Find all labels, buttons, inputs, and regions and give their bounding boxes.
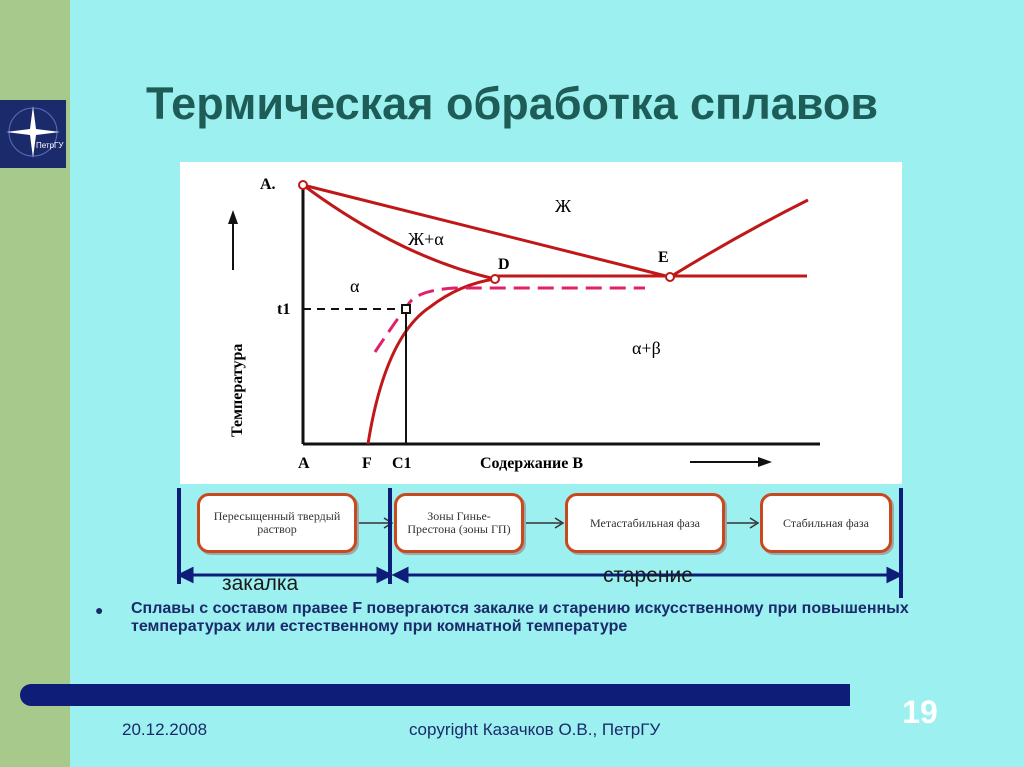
footer-bar: [20, 684, 850, 706]
quench-label: закалка: [222, 572, 299, 595]
slide-number: 19: [902, 694, 938, 730]
footer-date: 20.12.2008: [122, 720, 208, 739]
label-t1: t1: [277, 301, 290, 318]
step-gp-zones-label: Зоны Гинье-Престона (зоны ГП): [407, 509, 511, 536]
step-metastable-label: Метастабильная фаза: [589, 515, 701, 530]
label-F: F: [362, 455, 372, 472]
phase-diagram: A. t1 D E A F C1 Ж Ж+α α α+β Содержание …: [180, 162, 902, 484]
divider-right: [899, 488, 903, 598]
x-axis-label: Содержание B: [480, 455, 583, 472]
aging-label: старение: [603, 564, 693, 587]
step-supersaturated-label: Пересыщенный твердый раствор: [213, 509, 341, 536]
step-supersaturated: Пересыщенный твердый раствор: [197, 493, 357, 553]
label-E: E: [658, 249, 669, 266]
step-gp-zones: Зоны Гинье-Престона (зоны ГП): [394, 493, 524, 553]
region-alpha-beta: α+β: [632, 338, 661, 358]
region-liquid: Ж: [555, 196, 572, 216]
y-axis-label: Температура: [229, 344, 246, 437]
divider-middle: [388, 488, 392, 584]
region-alpha: α: [350, 276, 360, 296]
divider-left: [177, 488, 181, 584]
slide-title: Термическая обработка сплавов: [145, 78, 879, 129]
step-stable: Стабильная фаза: [760, 493, 892, 553]
region-liquid-alpha: Ж+α: [408, 229, 444, 249]
petrgu-logo: ПетрГУ: [0, 100, 66, 168]
label-C1: C1: [392, 455, 412, 472]
footer-copyright: copyright Казачков О.В., ПетрГУ: [409, 720, 661, 739]
label-A-bottom: A: [298, 455, 310, 472]
bullet-text: Сплавы с составом правее F повергаются з…: [131, 600, 909, 635]
bullet-icon: ●: [95, 602, 104, 618]
logo-text: ПетрГУ: [36, 141, 64, 150]
label-D: D: [498, 256, 510, 273]
label-A-top: A.: [260, 176, 276, 193]
step-stable-label: Стабильная фаза: [783, 515, 869, 530]
step-metastable: Метастабильная фаза: [565, 493, 725, 553]
